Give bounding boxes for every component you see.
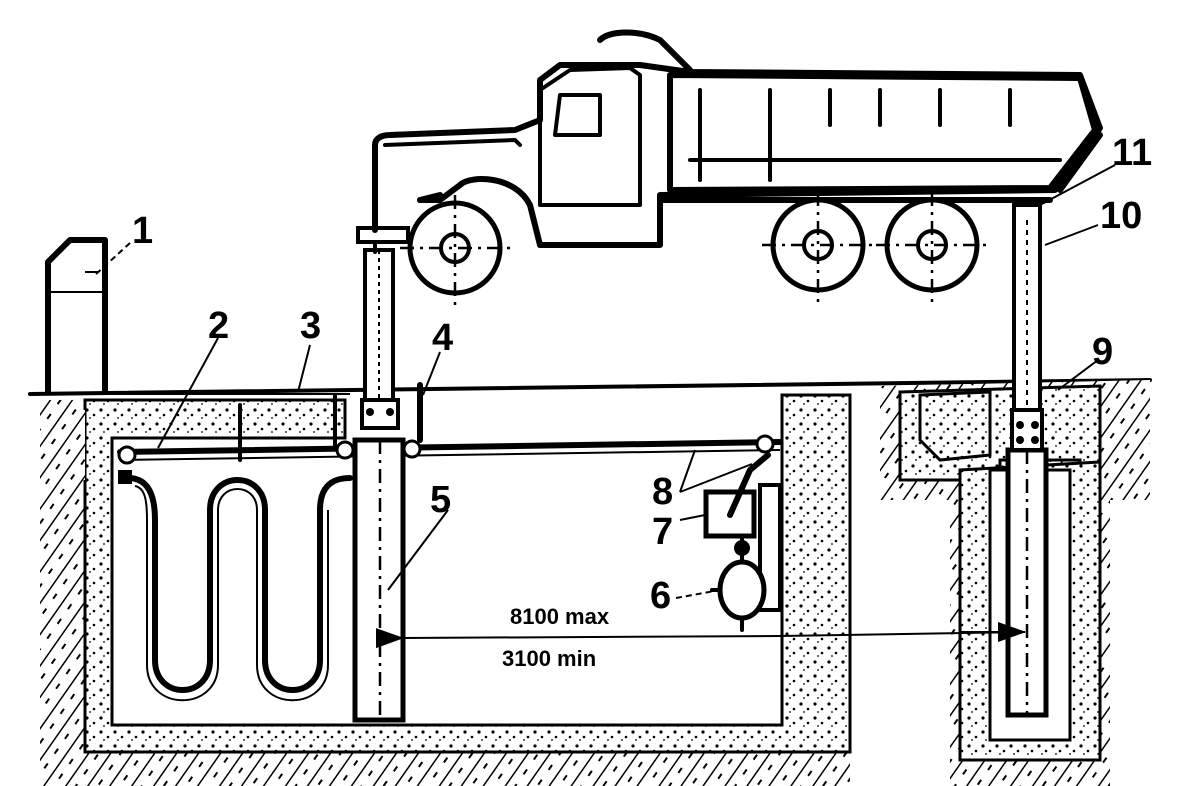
callout-4: 4 — [432, 317, 453, 359]
cab-window — [553, 93, 602, 137]
hose-fitting — [118, 470, 132, 484]
truck-wheels — [400, 192, 988, 305]
dimension-max-label: 8100 max — [510, 604, 610, 629]
pump-bracket — [758, 483, 782, 612]
right-step-pad — [918, 390, 992, 462]
rear-wheel-1 — [762, 192, 875, 302]
callout-8: 8 — [652, 471, 673, 513]
callout-7: 7 — [652, 511, 673, 553]
ground-line — [28, 378, 1152, 396]
leader-lines — [94, 164, 1116, 599]
truck-cab — [538, 66, 642, 207]
callout-3: 3 — [300, 305, 321, 347]
hydraulic-hose — [125, 475, 353, 693]
front-wheel — [400, 195, 510, 305]
callouts: 1 2 3 4 5 6 7 8 9 10 11 — [132, 132, 1152, 617]
barrier-block — [45, 237, 108, 395]
rear-lift-plunger — [1005, 203, 1049, 718]
valve-lever — [727, 452, 771, 518]
callout-11: 11 — [1112, 132, 1152, 174]
span-dimension: 8100 max 3100 min — [375, 604, 1026, 671]
pipework — [117, 393, 783, 702]
soil-wall-left — [55, 410, 85, 480]
ground-structure — [28, 378, 1152, 786]
callout-6: 6 — [650, 575, 671, 617]
pipe-end-left — [117, 445, 137, 465]
pump-unit — [703, 452, 782, 632]
dump-body — [667, 72, 1098, 193]
truck-frame — [372, 62, 1103, 248]
callout-10: 10 — [1100, 195, 1142, 237]
rear-wheel-2 — [876, 192, 988, 302]
front-lift-plunger — [352, 226, 423, 723]
dimension-min-label: 3100 min — [502, 646, 596, 671]
pipe-rail — [117, 439, 783, 455]
callout-9: 9 — [1092, 331, 1113, 373]
callout-1: 1 — [132, 210, 153, 252]
callout-2: 2 — [208, 305, 229, 347]
dump-truck — [372, 29, 1103, 248]
callout-5: 5 — [430, 479, 451, 521]
pump-motor — [717, 559, 767, 621]
main-pit-walls — [83, 393, 852, 754]
rear-ram-seal — [1010, 408, 1044, 452]
